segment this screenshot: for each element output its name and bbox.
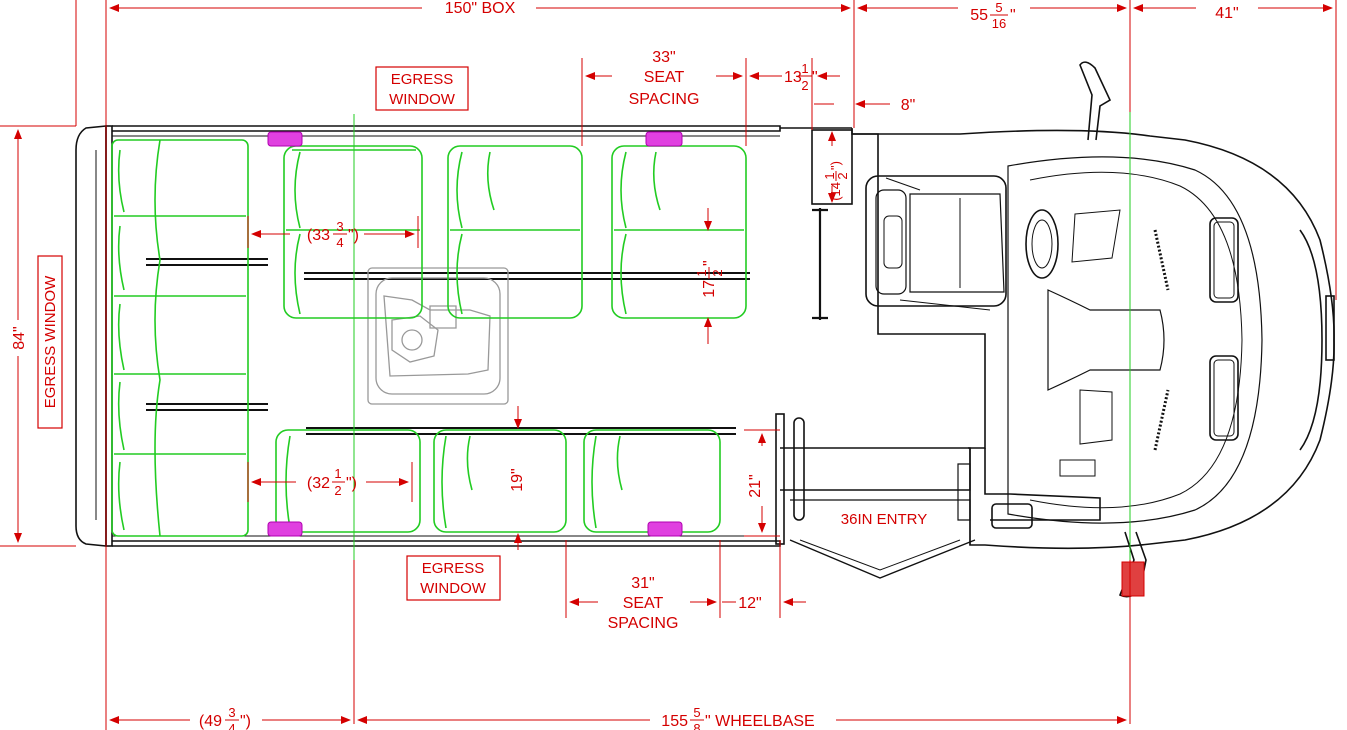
svg-text:": " xyxy=(812,69,818,86)
svg-text:5: 5 xyxy=(995,0,1002,15)
svg-text:13: 13 xyxy=(784,69,802,86)
front-overhang-label: 55 5 16 " xyxy=(970,0,1015,31)
svg-text:1: 1 xyxy=(334,466,341,481)
seat-depth-label: 19" xyxy=(509,468,526,491)
svg-text:SEAT: SEAT xyxy=(644,69,685,86)
bus-body-outline xyxy=(75,61,1335,598)
svg-text:(49: (49 xyxy=(199,713,222,730)
svg-text:(33: (33 xyxy=(307,227,330,244)
svg-text:3: 3 xyxy=(336,219,343,234)
svg-text:": " xyxy=(1010,7,1016,24)
upper-clearance-label: (33 3 4 ") xyxy=(307,219,359,250)
svg-text:EGRESS WINDOW: EGRESS WINDOW xyxy=(42,275,59,408)
svg-text:55: 55 xyxy=(970,7,988,24)
front-seat-spacing-label: 31" SEAT SPACING xyxy=(608,575,679,632)
svg-text:"): ") xyxy=(828,161,843,170)
svg-text:31": 31" xyxy=(631,575,654,592)
axle-centerlines xyxy=(353,112,1131,560)
svg-text:2: 2 xyxy=(801,78,808,93)
svg-text:SPACING: SPACING xyxy=(608,615,679,632)
wheelchair-lift xyxy=(367,267,509,405)
svg-text:SEAT: SEAT xyxy=(623,595,664,612)
svg-text:5: 5 xyxy=(693,705,700,720)
svg-text:4: 4 xyxy=(336,235,343,250)
svg-text:2: 2 xyxy=(710,269,725,276)
svg-text:2: 2 xyxy=(334,483,341,498)
svg-text:8: 8 xyxy=(693,721,700,730)
wheelbase-label: 155 5 8 " WHEELBASE xyxy=(661,705,814,730)
partition-width-label: (14 1 2 ") xyxy=(822,161,850,201)
egress-window-rear-callout: EGRESS WINDOW xyxy=(37,255,63,429)
width-label: 84" xyxy=(11,326,28,349)
rear-axle-offset-label: (49 3 4 ") xyxy=(199,705,251,730)
bumper-label: 41" xyxy=(1215,5,1238,22)
seat-row-lower-2 xyxy=(433,429,567,533)
box-length-label: 150" BOX xyxy=(445,0,516,17)
seat-width-label: 17 1 2 " xyxy=(694,260,725,297)
step-width-label: 21" xyxy=(747,474,764,497)
svg-text:3: 3 xyxy=(228,705,235,720)
svg-text:2: 2 xyxy=(835,172,850,179)
svg-text:16: 16 xyxy=(992,16,1006,31)
svg-text:(32: (32 xyxy=(307,475,330,492)
entry-offset-label: 12" xyxy=(738,595,761,612)
svg-text:(14: (14 xyxy=(828,182,843,201)
seat-row-lower-3 xyxy=(583,429,721,533)
svg-text:EGRESS: EGRESS xyxy=(422,560,485,577)
seat-row-upper-2 xyxy=(447,145,583,319)
rear-seat-spacing-label: 33" SEAT SPACING xyxy=(629,49,700,108)
svg-text:WINDOW: WINDOW xyxy=(389,91,456,108)
svg-text:"): ") xyxy=(240,713,251,730)
svg-text:"): ") xyxy=(346,475,357,492)
svg-text:EGRESS: EGRESS xyxy=(391,71,454,88)
partition-gap-label: 13 1 2 " xyxy=(784,61,818,93)
seat-row-upper-3 xyxy=(611,145,747,319)
svg-text:"): ") xyxy=(348,227,359,244)
svg-text:WINDOW: WINDOW xyxy=(420,580,487,597)
seating-layout xyxy=(111,139,747,537)
svg-text:" WHEELBASE: " WHEELBASE xyxy=(705,713,815,730)
svg-text:": " xyxy=(701,260,718,266)
svg-text:4: 4 xyxy=(228,721,235,730)
svg-text:SPACING: SPACING xyxy=(629,91,700,108)
svg-text:17: 17 xyxy=(701,280,718,298)
wheelchair-tiedown-anchors xyxy=(267,131,683,537)
svg-text:1: 1 xyxy=(801,61,808,76)
egress-window-top-callout: EGRESS WINDOW xyxy=(375,66,469,111)
cab-gap-label: 8" xyxy=(901,97,916,114)
rear-bench-seat xyxy=(111,139,249,537)
svg-text:1: 1 xyxy=(694,269,709,276)
svg-text:33": 33" xyxy=(652,49,675,66)
svg-text:155: 155 xyxy=(661,713,688,730)
svg-text:1: 1 xyxy=(822,172,837,179)
egress-window-bottom-callout: EGRESS WINDOW xyxy=(406,555,501,601)
entry-label: 36IN ENTRY xyxy=(841,511,927,528)
lower-clearance-label: (32 1 2 ") xyxy=(307,466,357,498)
